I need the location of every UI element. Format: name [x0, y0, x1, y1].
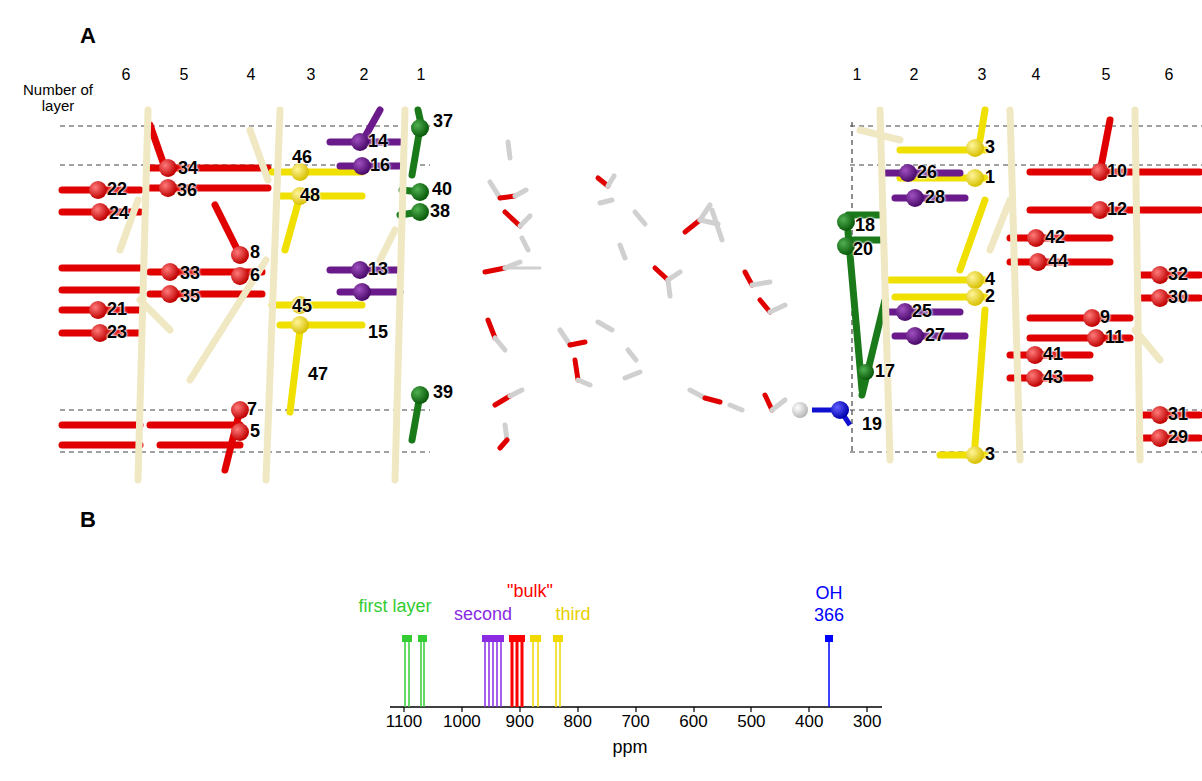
atom-number: 10 — [1107, 162, 1127, 182]
atom-number: 30 — [1168, 288, 1188, 308]
atom-number: 32 — [1168, 265, 1188, 285]
atom-number: 40 — [432, 180, 452, 200]
atom-number: 19 — [862, 415, 882, 435]
tick-label: 600 — [679, 713, 707, 732]
atom-number: 24 — [109, 204, 129, 224]
atom-number: 12 — [1107, 200, 1127, 220]
tick-label: 300 — [853, 713, 881, 732]
atom-number: 3 — [985, 138, 995, 158]
layer-number: 6 — [122, 66, 131, 84]
atom-number: 27 — [925, 326, 945, 346]
tick-label: 900 — [506, 713, 534, 732]
atom-number: 2 — [985, 287, 995, 307]
series-label: first layer — [358, 597, 431, 617]
layer-number: 5 — [1102, 66, 1111, 84]
tick-label: 1100 — [386, 713, 423, 732]
series-label: 366 — [814, 606, 844, 626]
atom-number: 28 — [925, 188, 945, 208]
atom-number: 47 — [308, 365, 328, 385]
layer-number: 2 — [360, 66, 369, 84]
panel-letter: B — [80, 508, 96, 532]
series-label: third — [555, 605, 590, 625]
atom-number: 29 — [1168, 428, 1188, 448]
atom-number: 44 — [1048, 252, 1068, 272]
axis-label: Number of layer — [20, 82, 96, 115]
atom-number: 42 — [1045, 228, 1065, 248]
layer-number: 3 — [307, 66, 316, 84]
tick-label: 1000 — [443, 713, 481, 732]
atom-number: 7 — [247, 400, 257, 420]
atom-number: 9 — [1100, 308, 1110, 328]
atom-number: 48 — [300, 186, 320, 206]
atom-number: 17 — [875, 362, 895, 382]
atom-number: 15 — [368, 323, 388, 343]
atom-number: 33 — [180, 264, 200, 284]
atom-number: 34 — [178, 159, 198, 179]
layer-number: 3 — [978, 66, 987, 84]
series-label: second — [454, 605, 512, 625]
atom-number: 35 — [180, 287, 200, 307]
atom-number: 41 — [1043, 345, 1063, 365]
atom-number: 26 — [917, 163, 937, 183]
atom-number: 6 — [250, 266, 260, 286]
atom-number: 31 — [1168, 405, 1188, 425]
axis-label: ppm — [612, 738, 647, 758]
layer-number: 1 — [417, 66, 426, 84]
layer-number: 5 — [180, 66, 189, 84]
atom-number: 8 — [250, 243, 260, 263]
layer-number: 6 — [1165, 66, 1174, 84]
series-label: "bulk" — [507, 582, 553, 602]
layer-number: 4 — [247, 66, 256, 84]
atom-number: 38 — [430, 202, 450, 222]
atom-number: 20 — [853, 240, 873, 260]
atom-number: 13 — [368, 260, 388, 280]
atom-number: 14 — [368, 132, 388, 152]
atom-number: 36 — [177, 181, 197, 201]
atom-number: 37 — [433, 112, 453, 132]
atom-number: 43 — [1043, 368, 1063, 388]
series-label: OH — [816, 584, 843, 604]
panel-letter: A — [80, 24, 96, 48]
atom-number: 5 — [250, 422, 260, 442]
atom-number: 23 — [107, 323, 127, 343]
spectrum — [390, 635, 882, 712]
atom-number: 11 — [1105, 328, 1124, 348]
tick-label: 800 — [564, 713, 592, 732]
atom-number: 22 — [107, 180, 127, 200]
atom-number: 1 — [985, 168, 995, 188]
tick-label: 400 — [795, 713, 823, 732]
atom-number: 21 — [107, 300, 127, 320]
atom-number: 45 — [292, 297, 312, 317]
tick-label: 500 — [737, 713, 765, 732]
atom-number: 16 — [370, 156, 390, 176]
layer-number: 4 — [1032, 66, 1041, 84]
tick-label: 700 — [621, 713, 649, 732]
layer-number: 2 — [910, 66, 919, 84]
layer-number: 1 — [853, 66, 862, 84]
atom-number: 18 — [855, 216, 875, 236]
atom-number: 25 — [912, 302, 932, 322]
atom-number: 3 — [985, 445, 995, 465]
atom-number: 46 — [292, 148, 312, 168]
atom-number: 39 — [433, 383, 453, 403]
